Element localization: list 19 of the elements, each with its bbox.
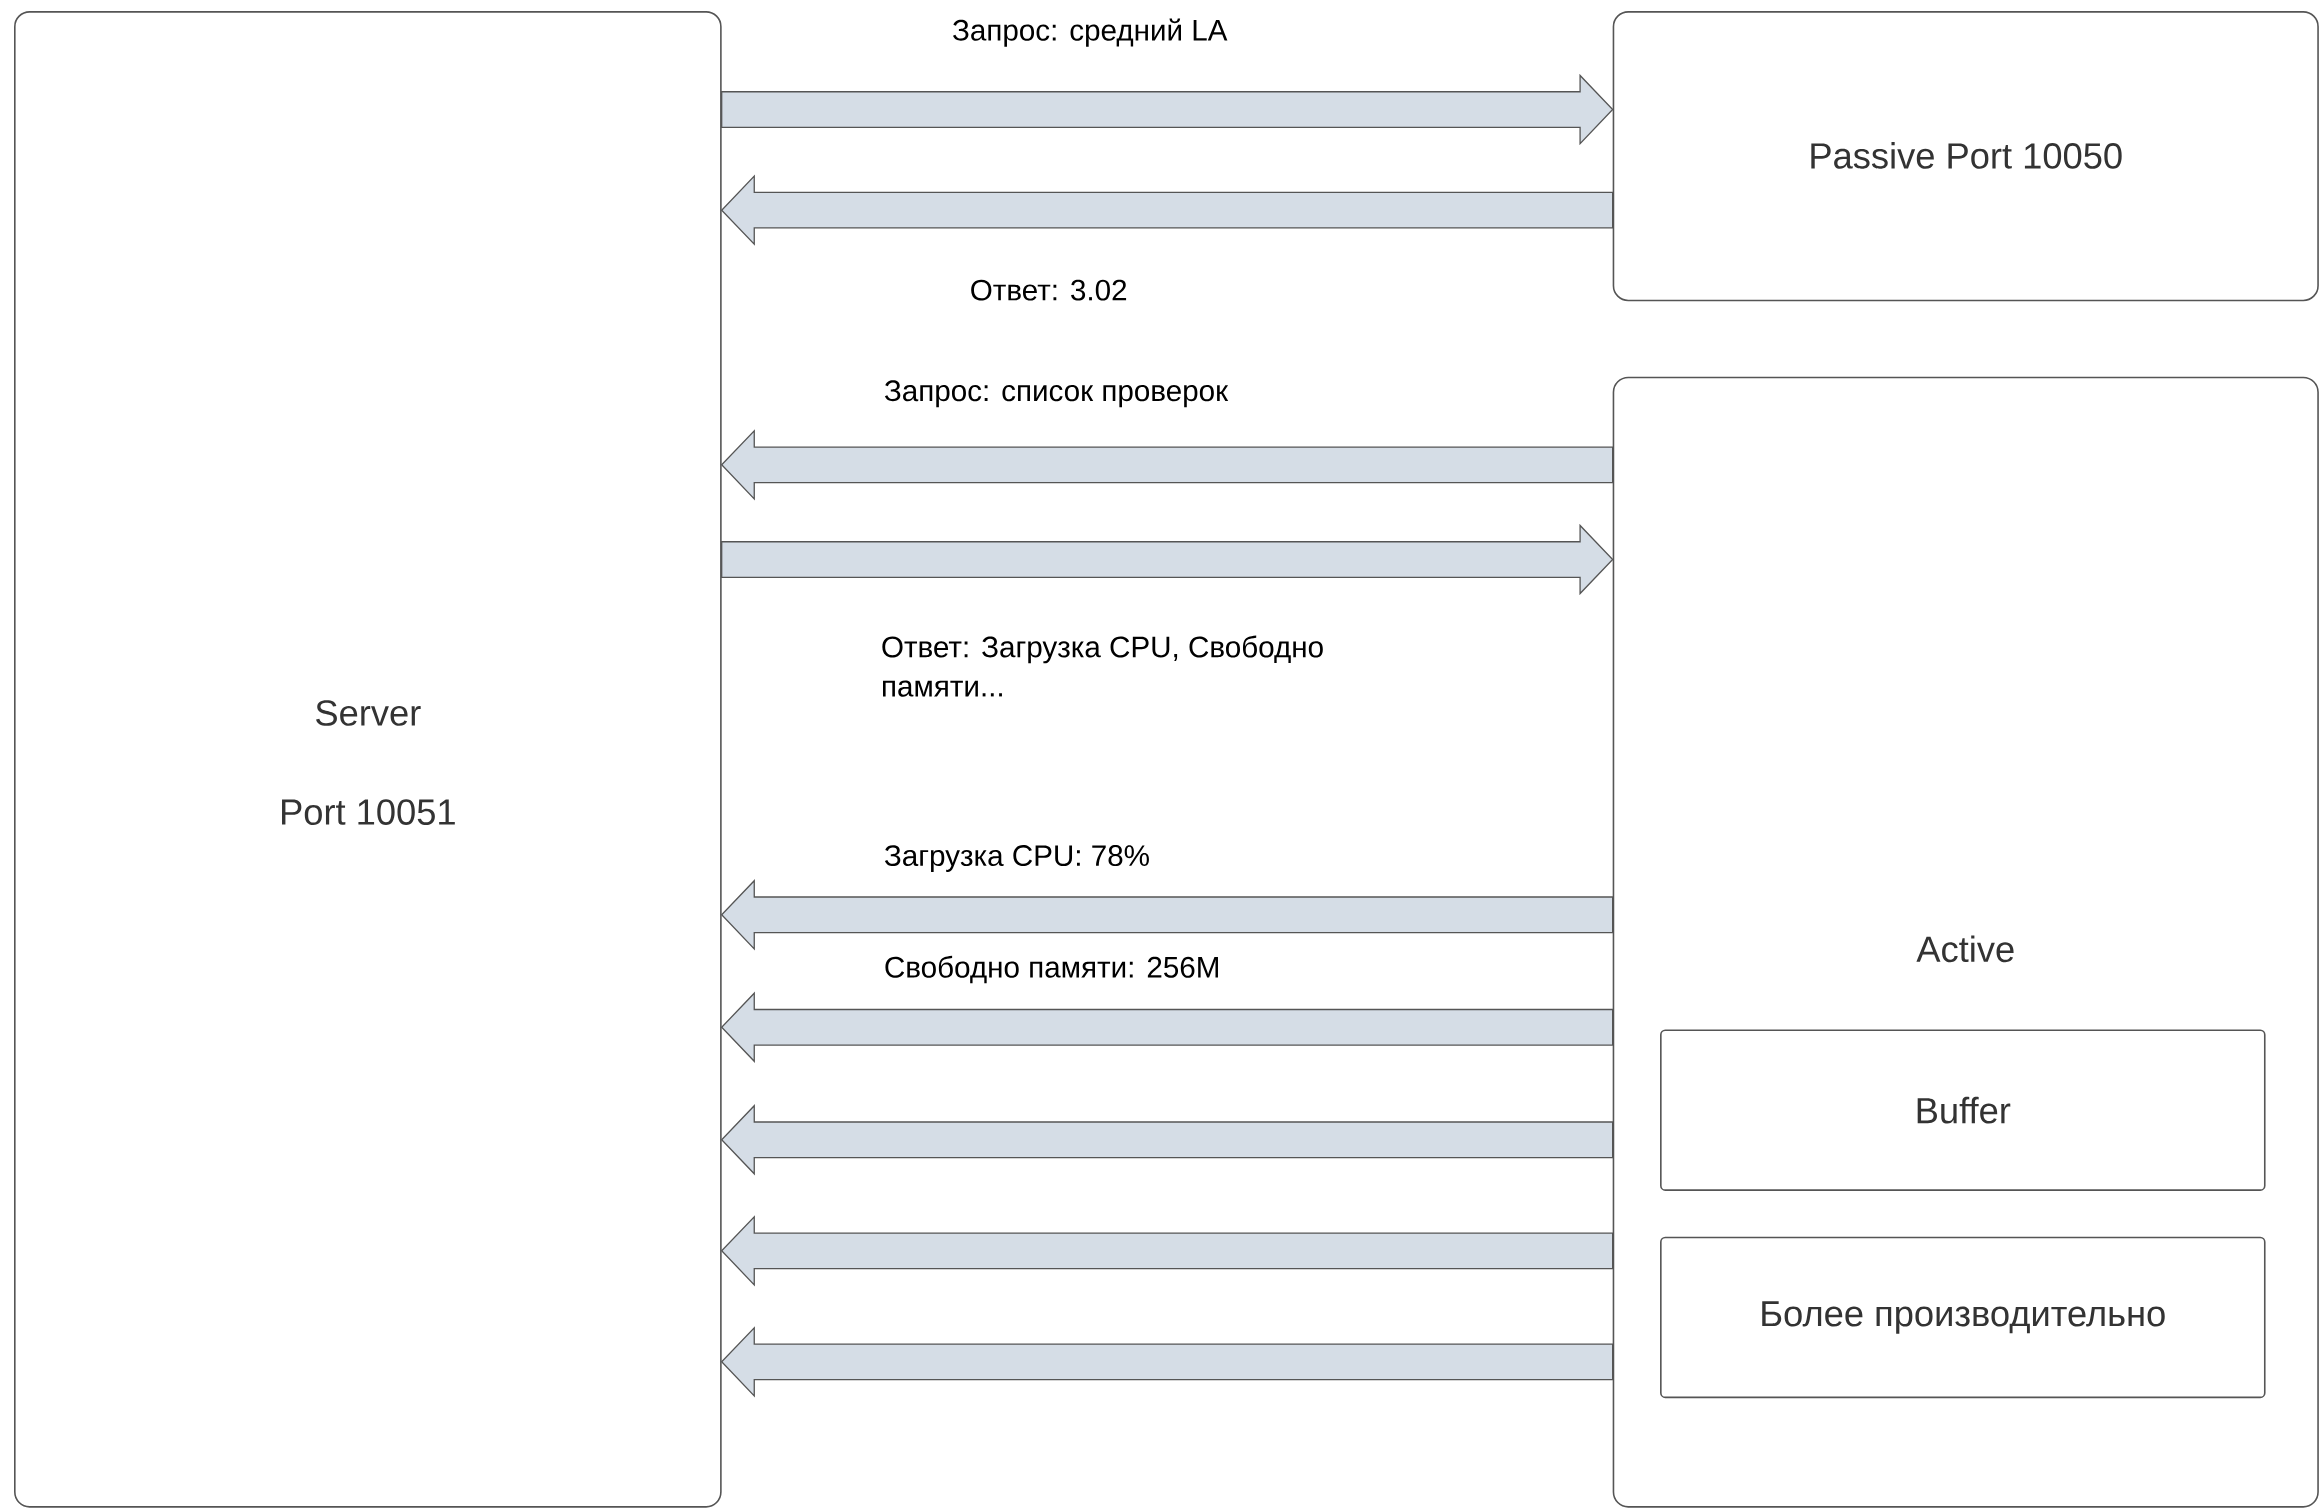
edge-label: Загрузка CPU: 78%	[884, 845, 1149, 872]
edge-label: Запрос: средний LA	[953, 18, 1228, 47]
block-arrow	[720, 174, 1614, 246]
edge-label: Ответ: Загрузка CPU, Свободно памяти...	[882, 635, 1323, 697]
buffer-box: Buffer	[1660, 1029, 2266, 1191]
inner-box: Более производительно	[1660, 1236, 2266, 1399]
block-arrow	[720, 429, 1614, 501]
block-arrow	[720, 1215, 1614, 1287]
server-box: Server Port 10051	[14, 11, 722, 1508]
edge-label: Ответ: 3.02	[971, 279, 1127, 301]
block-arrow	[720, 991, 1614, 1063]
block-arrow	[721, 523, 1614, 596]
block-arrow	[720, 1104, 1614, 1176]
block-arrow	[721, 73, 1614, 146]
edge-label: Запрос: список проверок	[884, 380, 1229, 408]
passive-box: Passive Port 10050	[1612, 11, 2319, 302]
edge-label: Свободно памяти: 256M	[885, 955, 1218, 984]
block-arrow	[720, 1326, 1614, 1398]
block-arrow	[720, 879, 1614, 951]
